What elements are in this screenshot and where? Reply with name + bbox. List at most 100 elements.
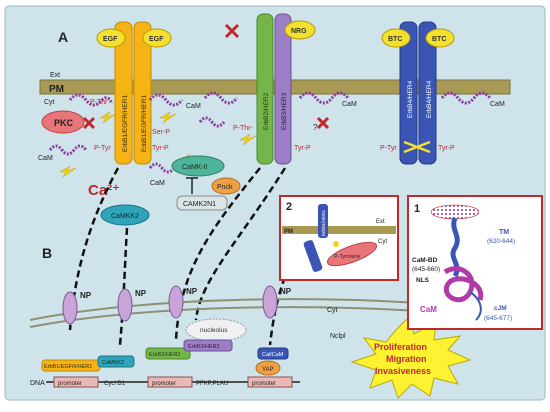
cam-label-4: CaM	[38, 155, 53, 162]
nrg-label: NRG	[291, 28, 307, 35]
her2-her3-dimer: ErbB2/HER2 ErbB3/HER3 NRG	[224, 13, 316, 165]
inset-1-cjm: cJM	[494, 305, 507, 312]
ext-label: Ext	[50, 72, 60, 79]
nuclear-her3-label: ErbB3/HER3	[188, 344, 220, 350]
arrow-her3-nucleus	[194, 167, 287, 321]
promoter-1-label: promoter	[58, 381, 82, 387]
her4-tyrp: Tyr-P	[438, 145, 455, 152]
inset-1-label: 1	[414, 203, 420, 215]
promoter-3-label: promoter	[252, 381, 276, 387]
bolt-5	[59, 165, 77, 178]
camk2-label: CaMK-II	[182, 164, 208, 171]
cam-label-1: CaM	[186, 103, 201, 110]
egfr-label-left: ErbB1/EGFR/HER1	[122, 95, 129, 152]
inset-1: 1 TM (620-644) CaM-BD (645-660) NLS CaM …	[407, 195, 543, 330]
inset-1-cambd-range: (645-660)	[412, 266, 440, 273]
cam-label-2: CaM	[342, 101, 357, 108]
nclpl-label: Nclpl	[330, 333, 346, 340]
nuclear-her2-label: ErbB2/HER2	[149, 352, 181, 358]
nucleolus	[185, 318, 247, 342]
her4-label-left: ErbB4/HER4	[407, 80, 414, 118]
egfr-dimer: ErbB1/EGFR/HER1 ErbB1/EGFR/HER1 EGF EGF	[96, 21, 172, 165]
inset-2-cyt: Cyt	[378, 239, 387, 245]
question-mark: ?	[313, 123, 318, 132]
nuclear-her2	[145, 347, 191, 360]
inhibit-x-pkc	[82, 116, 96, 130]
egfr-label-right: ErbB1/EGFR/HER1	[141, 95, 148, 152]
egf-ligand-right	[142, 28, 172, 48]
pkc-node	[41, 110, 85, 134]
her4-crosslink	[403, 140, 431, 154]
nuclear-pore-2	[117, 288, 133, 322]
inset-2-label: 2	[286, 201, 292, 213]
btc-ligand-left	[381, 28, 411, 48]
camk2-node	[171, 155, 225, 177]
inset-2-frame	[279, 195, 399, 281]
promoter-2-label: promoter	[152, 381, 176, 387]
inset-2-ext: Ext	[376, 219, 385, 225]
np-label-1: NP	[80, 291, 92, 300]
cam-cluster-4	[298, 91, 350, 105]
inset-2-erbb4	[318, 204, 328, 238]
pnck-node	[211, 177, 241, 195]
nuclear-her3	[183, 339, 233, 352]
outcome-proliferation: Proliferation	[374, 342, 427, 352]
panel-label-a: A	[58, 29, 68, 45]
nuclear-camkk2-label: CaMKK2	[102, 360, 124, 366]
cam-cluster-5	[440, 91, 492, 105]
inhibit-x-her3	[316, 116, 330, 130]
her2-pthr: P-Thr-	[233, 125, 254, 132]
her3-label: ErbB3/HER3	[281, 92, 288, 130]
inset-1-cam-structure	[443, 266, 484, 303]
her2-label: ErbB2/HER2	[263, 92, 270, 130]
phospho-sites: P-Thr P-Tyr Tyr-P Ser-P P-Thr- Tyr-P ? P…	[90, 99, 455, 152]
cam-cluster-6	[48, 144, 88, 156]
btc-ligand-left-label: BTC	[388, 36, 402, 43]
outcome-starburst	[350, 315, 472, 399]
calcium-label: Ca²⁺	[88, 182, 120, 199]
pm-label: PM	[49, 84, 64, 95]
inset-1-cambd: CaM-BD	[412, 257, 438, 264]
egf-ligand-right-label: EGF	[149, 36, 164, 43]
nuclear-pore-1	[62, 291, 78, 325]
np-label-4: NP	[280, 287, 292, 296]
inset-2-cam-label: CaM/nls	[302, 253, 313, 271]
outcome-invasiveness: Invasiveness	[375, 366, 431, 376]
cam-cluster-3	[203, 91, 239, 105]
nuclear-calcam-label: Cal/CaM	[262, 352, 284, 358]
nuclear-pore-3	[168, 285, 184, 319]
camkk2-label: CaMKK2	[111, 213, 139, 220]
egfr-tyrp: Tyr-P	[152, 145, 169, 152]
cycd1-label: Cycl D1	[104, 381, 126, 387]
inset-1-tm: TM	[499, 229, 509, 236]
inset-2-membrane	[282, 226, 396, 234]
egf-ligand-left	[96, 28, 126, 48]
cyt-nucleus-label: Cyt	[327, 307, 338, 314]
her4-label-right: ErbB4/HER4	[426, 80, 433, 118]
pfkp-label: PFKP,PLAU	[196, 381, 228, 387]
inset-1-frame	[407, 195, 543, 330]
nuclear-calcam	[257, 347, 289, 360]
arrow-camkk2-nucleus	[118, 227, 129, 346]
btc-ligand-right	[425, 28, 455, 48]
her2-receptor	[256, 13, 274, 165]
her3-tyrp: Tyr-P	[294, 145, 311, 152]
inset-2-ptyrosine-label: P-Tyrosine	[334, 254, 360, 260]
inset-1-tm-range: (620-644)	[487, 238, 515, 245]
inset-2-erbb4-label: ErbB4/HER4	[321, 210, 326, 236]
promoter-1	[53, 376, 99, 388]
her4-ptyr: P-Tyr	[380, 145, 397, 152]
egfr-serp: Ser-P	[152, 129, 170, 136]
inset-2: 2 Ext PM Cyt ErbB4/HER4 CaM/nls P-Tyrosi…	[279, 195, 399, 281]
bolt-1	[99, 111, 117, 124]
inhibit-x-her2-ligand	[224, 23, 240, 39]
promoter-2	[147, 376, 193, 388]
her4-dimer: ErbB4/HER4 ErbB4/HER4 BTC BTC	[381, 21, 455, 165]
np-label-3: NP	[186, 287, 198, 296]
cam-label-3: CaM	[490, 101, 505, 108]
panel-label-b: B	[42, 245, 52, 261]
inset-1-cjm-range: (645-677)	[484, 315, 512, 322]
camk2n1-node	[176, 195, 228, 211]
nucleolus-label: nucleolus	[200, 327, 228, 334]
